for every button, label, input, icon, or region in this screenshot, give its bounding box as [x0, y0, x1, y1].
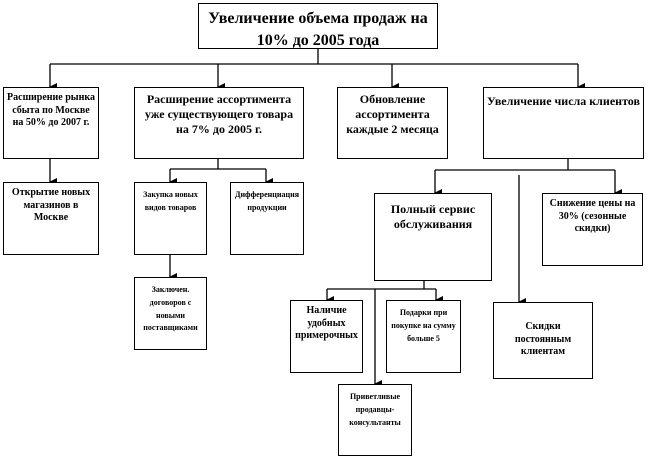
task-purchase-box: Закупка новых видов товаров: [134, 182, 207, 255]
task-consultants-box: Приветливые продавцы-консультанты: [338, 384, 412, 456]
goal-clients-box: Увеличение числа клиентов: [483, 87, 644, 159]
task-gifts-box: Подарки при покупке на сумму больше 5: [386, 300, 461, 373]
goal-market-box: Расширение рынка сбыта по Москве на 50% …: [3, 87, 99, 159]
task-differentiation-box: Дифференциация продукции: [230, 182, 304, 255]
task-full-service-box: Полный сервис обслуживания: [374, 193, 492, 281]
goal-update-box: Обновление ассортимента каждые 2 месяца: [337, 87, 448, 159]
root-goal-box: Увеличение объема продаж на 10% до 2005 …: [198, 3, 438, 49]
task-contracts-box: Заключен. договоров с новыми поставщикам…: [134, 277, 207, 350]
task-loyal-discounts-box: Скидки постоянным клиентам: [493, 302, 593, 379]
task-price-cut-box: Снижение цены на 30% (сезонные скидки): [542, 193, 643, 266]
task-new-stores-box: Открытие новых магазинов в Москве: [3, 182, 99, 255]
task-fitting-rooms-box: Наличие удобных примерочных: [290, 300, 363, 373]
goal-assortment-box: Расширение ассортимента уже существующег…: [134, 87, 304, 159]
